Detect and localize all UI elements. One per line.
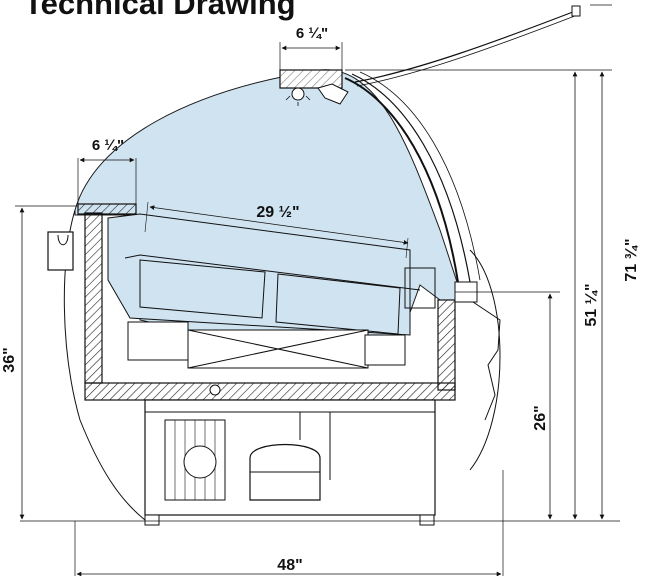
left-insulated-wall: [84, 212, 103, 384]
dim-overall-depth: 48": [277, 557, 302, 574]
dim-left-shelf-width: 6 ¼": [92, 137, 124, 154]
dim-tray-depth: 29 ½": [256, 204, 299, 221]
fan-icon: [183, 445, 217, 479]
bottom-insulated-wall: [84, 382, 456, 401]
dim-glass-front-height: 51 ¼": [583, 283, 600, 326]
right-foot: [419, 514, 435, 526]
right-insulated-wall: [437, 299, 456, 391]
dim-counter-back-height: 36": [1, 347, 18, 372]
drawing-title: Technical Drawing: [24, 0, 296, 21]
side-handle: [47, 231, 74, 271]
dim-total-height: 71 ¾": [623, 238, 640, 281]
power-cable: [354, 9, 579, 83]
dim-top-lamp-width: 6 ¼": [296, 25, 328, 42]
dim-counter-front-height: 26": [532, 405, 549, 430]
curved-glass-front: [344, 77, 459, 283]
left-foot: [144, 514, 160, 526]
left-shelf: [77, 203, 137, 215]
lamp-bulb: [291, 87, 305, 101]
